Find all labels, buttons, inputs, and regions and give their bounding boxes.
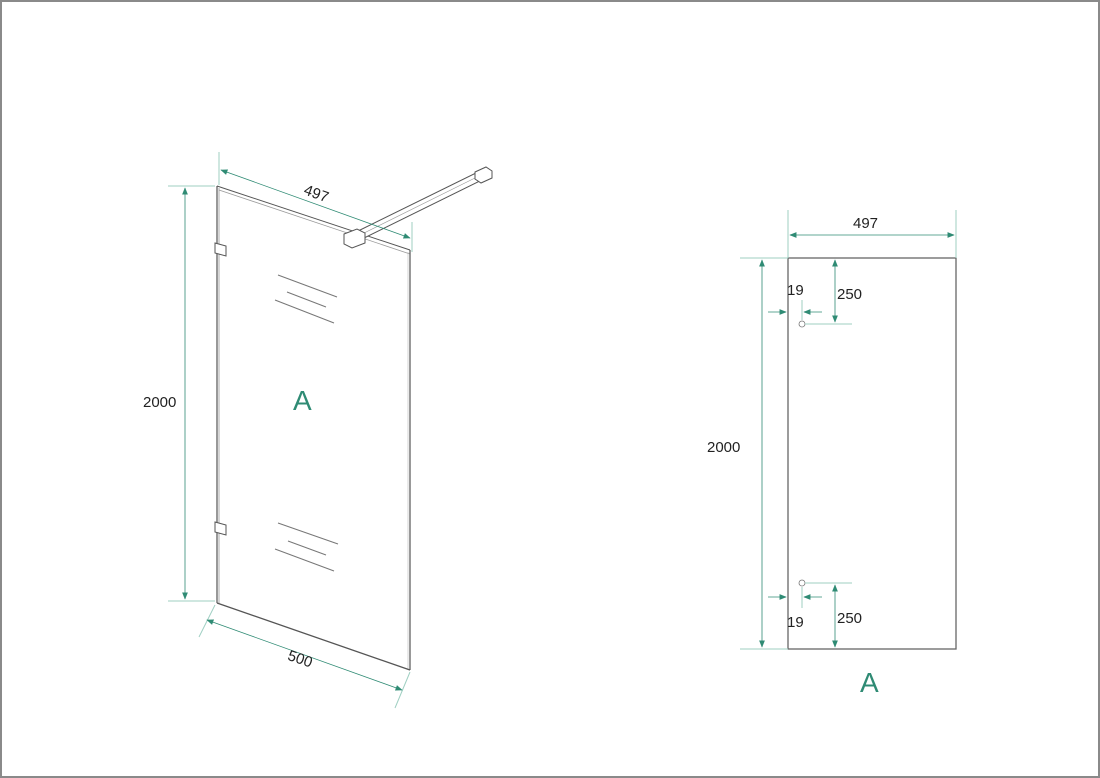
- dim-top-offset-horizontal: 19: [787, 282, 804, 299]
- panel-label-right: A: [860, 667, 879, 698]
- elevation-view: 497 2000 250 19 250 1: [707, 210, 957, 698]
- dimension-top-width: 497: [218, 152, 413, 252]
- dim-height-value: 2000: [143, 394, 176, 411]
- wall-clamp-top-icon: [214, 242, 227, 257]
- dimension-height: 2000: [143, 185, 215, 602]
- dimension-height-right: 2000: [707, 257, 788, 650]
- glass-reflection-icon: [274, 274, 339, 572]
- panel-label-left: A: [293, 385, 312, 416]
- mounting-hole-bottom-icon: [798, 579, 806, 587]
- dim-top-width-value: 497: [302, 182, 331, 207]
- dim-top-offset-vertical: 250: [837, 286, 862, 303]
- dim-bottom-offset-horizontal: 19: [787, 614, 804, 631]
- dimension-bottom-width: 500: [198, 604, 411, 709]
- dim-bottom-width-value: 500: [285, 647, 314, 671]
- dimension-width: 497: [787, 210, 957, 258]
- dim-height-right-value: 2000: [707, 439, 740, 456]
- glass-panel-rect: [787, 257, 957, 650]
- dimension-bottom-offset: 250 19: [768, 582, 862, 648]
- glass-panel-outline: [216, 185, 411, 671]
- dim-width-value: 497: [853, 215, 878, 232]
- mounting-hole-top-icon: [798, 320, 806, 328]
- dim-bottom-offset-vertical: 250: [837, 610, 862, 627]
- dimension-top-offset: 250 19: [768, 259, 862, 325]
- perspective-view: A 497 2000 500: [143, 152, 493, 709]
- wall-clamp-bottom-icon: [214, 521, 227, 536]
- stabilizer-bar: [343, 166, 493, 249]
